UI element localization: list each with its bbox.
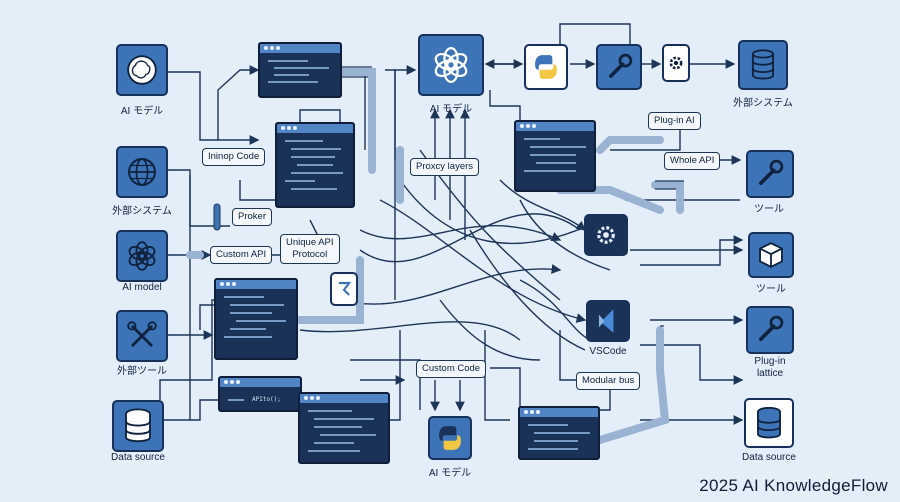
ai-model-top-label: AI モデル bbox=[429, 104, 473, 115]
data-source-left-icon[interactable] bbox=[112, 400, 164, 452]
vscode-label: VSCode bbox=[589, 346, 627, 357]
plugin-lattice-label: Plug-in lattice bbox=[754, 356, 786, 379]
tool-right-1-label: ツール bbox=[754, 204, 784, 215]
data-source-left-label: Data source bbox=[111, 452, 165, 463]
external-system-globe-icon[interactable] bbox=[116, 146, 168, 198]
interop-code-tag: Ininop Code bbox=[202, 148, 266, 166]
document-icon[interactable] bbox=[330, 272, 358, 306]
external-system-right-label: 外部システム bbox=[733, 98, 793, 109]
external-system-left-label: 外部システム bbox=[112, 206, 172, 217]
code-window-5[interactable] bbox=[298, 392, 390, 464]
proxy-layers-tag: Proxcy layers bbox=[410, 158, 480, 176]
whole-api-tag: Whole API bbox=[664, 152, 721, 170]
data-source-right-label: Data source bbox=[742, 452, 796, 463]
watermark: 2025 AI KnowledgeFlow bbox=[699, 476, 888, 495]
code-window-6[interactable] bbox=[514, 120, 596, 192]
ai-model-knot-icon[interactable] bbox=[116, 230, 168, 282]
settings-doc-icon[interactable] bbox=[662, 44, 690, 82]
unique-api-protocol-tag: Unique API Protocol bbox=[280, 234, 340, 264]
ai-model-top-icon[interactable] bbox=[418, 34, 484, 96]
modular-bus-tag: Modular bus bbox=[576, 372, 641, 390]
code-window-2[interactable] bbox=[275, 122, 355, 208]
python-file-icon[interactable] bbox=[524, 44, 568, 90]
code-window-1[interactable] bbox=[258, 42, 342, 98]
data-source-right-icon[interactable] bbox=[744, 398, 794, 448]
vscode-icon[interactable] bbox=[586, 300, 630, 342]
external-tool-wrench-icon[interactable] bbox=[116, 310, 168, 362]
custom-api-tag: Custom API bbox=[210, 246, 273, 264]
external-tool-left-label: 外部ツール bbox=[117, 366, 167, 377]
code-window-7[interactable] bbox=[518, 406, 600, 460]
ai-model-en-label: AI model bbox=[122, 282, 162, 293]
external-system-database-icon[interactable] bbox=[738, 40, 788, 90]
api-code-snippet: APIto(); bbox=[252, 396, 281, 403]
plugin-ai-tag: Plug-in AI bbox=[648, 112, 701, 130]
tool-right-2-label: ツール bbox=[756, 284, 786, 295]
plugin-wrench-icon[interactable] bbox=[746, 306, 794, 354]
python-icon[interactable] bbox=[428, 416, 472, 460]
code-window-4[interactable]: APIto(); bbox=[218, 376, 302, 412]
tool-wrench-icon-1[interactable] bbox=[746, 150, 794, 198]
wrench-tool-icon[interactable] bbox=[596, 44, 642, 90]
gear-icon[interactable] bbox=[584, 214, 628, 256]
cube-icon[interactable] bbox=[748, 232, 794, 278]
ai-model-left-label: AI モデル bbox=[120, 106, 164, 117]
proker-tag: Proker bbox=[232, 208, 272, 226]
custom-code-tag: Custom Code bbox=[416, 360, 487, 378]
code-window-3[interactable] bbox=[214, 278, 298, 360]
ai-model-bottom-label: AI モデル bbox=[428, 468, 472, 479]
ai-model-head-icon[interactable] bbox=[116, 44, 168, 96]
